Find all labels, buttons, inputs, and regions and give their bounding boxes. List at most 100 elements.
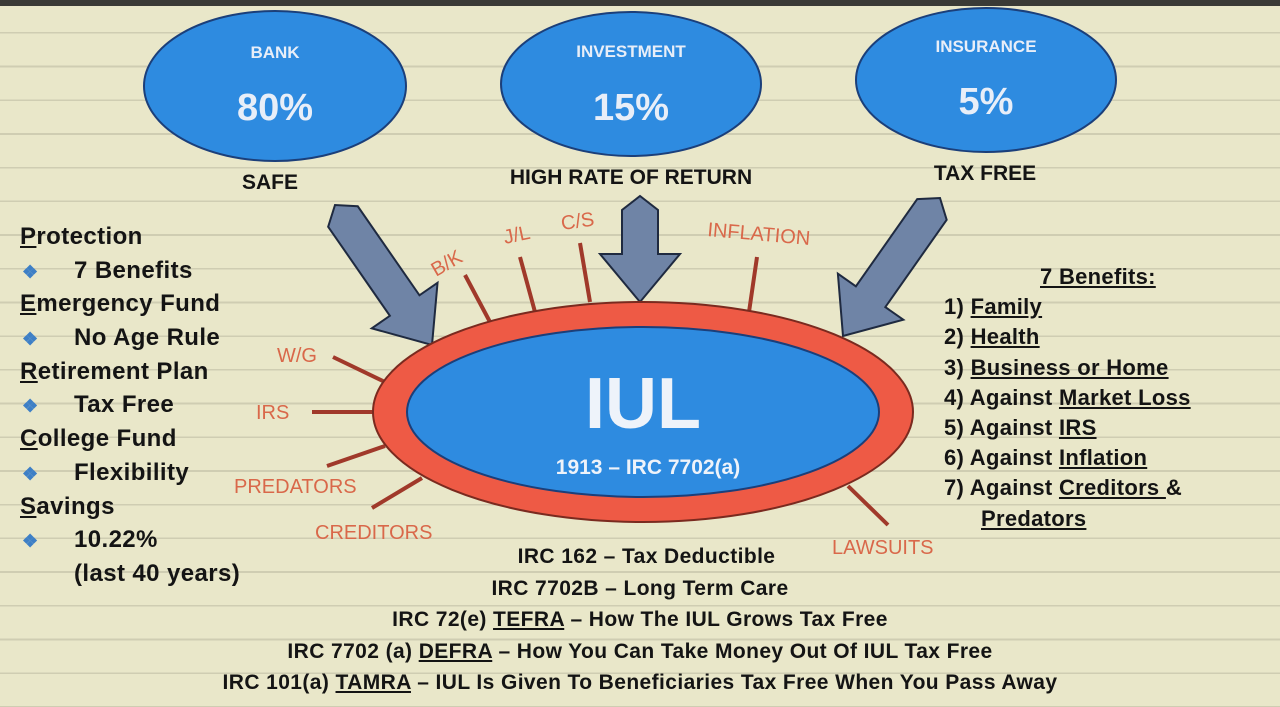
benefit-key-cont: Predators bbox=[981, 505, 1087, 531]
benefit-num: 4) bbox=[944, 384, 965, 410]
diamond-bullet-icon: ❖ bbox=[22, 261, 39, 282]
investment-value: 15% bbox=[593, 87, 669, 129]
left-heading: Savings bbox=[20, 490, 240, 524]
irc-desc: – How The IUL Grows Tax Free bbox=[564, 608, 888, 631]
iul-subtitle: 1913 – IRC 7702(a) bbox=[556, 456, 740, 479]
threat-wg: W/G bbox=[277, 345, 317, 367]
benefit-key: IRS bbox=[1058, 415, 1097, 441]
bank-arrow-icon bbox=[327, 203, 439, 347]
threat-spoke bbox=[846, 484, 890, 527]
left-bullet-item: ❖No Age Rule bbox=[20, 321, 240, 355]
heading-initial: S bbox=[20, 492, 37, 520]
threat-spoke bbox=[747, 256, 759, 313]
insurance-value: 5% bbox=[959, 81, 1014, 123]
diamond-bullet-icon: ❖ bbox=[22, 396, 39, 417]
bank-caption: SAFE bbox=[241, 171, 298, 194]
threat-cs: C/S bbox=[560, 209, 596, 235]
insurance-oval bbox=[855, 7, 1117, 153]
threat-creditors: CREDITORS bbox=[315, 522, 432, 544]
benefit-item: 1) Family bbox=[944, 292, 1191, 322]
bullet-text: Flexibility bbox=[74, 458, 190, 486]
benefits-heading: 7 Benefits: bbox=[1040, 264, 1156, 289]
benefit-item: 7) Against Creditors & bbox=[944, 473, 1191, 503]
benefit-item: 2) Health bbox=[944, 322, 1191, 352]
benefit-item: 3) Business or Home bbox=[944, 353, 1191, 383]
threat-spoke bbox=[370, 476, 424, 510]
benefit-item: 6) Against Inflation bbox=[944, 443, 1191, 473]
heading-rest: ollege Fund bbox=[37, 425, 177, 453]
irc-line: IRC 7702 (a) DEFRA – How You Can Take Mo… bbox=[0, 636, 1280, 668]
benefit-suffix: & bbox=[1165, 475, 1183, 501]
bullet-text: 10.22% bbox=[74, 526, 158, 554]
benefit-num: 6) bbox=[944, 445, 965, 471]
benefit-num: 3) bbox=[944, 354, 965, 380]
irc-code: IRC 7702B – Long Term Care bbox=[491, 576, 789, 600]
benefit-item: 4) Against Market Loss bbox=[944, 383, 1191, 413]
bank-value: 80% bbox=[237, 87, 313, 129]
heading-rest: etirement Plan bbox=[37, 357, 209, 385]
investment-caption: HIGH RATE OF RETURN bbox=[509, 166, 753, 189]
heading-initial: P bbox=[20, 223, 37, 250]
benefit-prefix: Against bbox=[969, 445, 1059, 471]
irc-act: TAMRA bbox=[335, 671, 411, 694]
benefit-num: 5) bbox=[944, 415, 965, 441]
heading-initial: E bbox=[20, 290, 37, 318]
irc-code: IRC 7702 (a) bbox=[287, 639, 419, 663]
irc-desc: – IUL Is Given To Beneficiaries Tax Free… bbox=[410, 671, 1058, 694]
benefit-key: Health bbox=[970, 324, 1040, 350]
benefit-key: Family bbox=[970, 294, 1043, 320]
heading-rest: rotection bbox=[36, 223, 143, 250]
bullet-text: No Age Rule bbox=[74, 324, 221, 352]
top-edge bbox=[0, 0, 1280, 6]
left-bullet-item: ❖ 10.22% bbox=[20, 523, 240, 557]
irc-line: IRC 162 – Tax Deductible bbox=[0, 541, 1280, 573]
benefit-prefix: Against bbox=[969, 384, 1059, 410]
benefit-key: Creditors bbox=[1058, 475, 1166, 501]
investment-oval bbox=[500, 11, 762, 157]
irc-code: IRC 162 – Tax Deductible bbox=[517, 545, 776, 568]
threat-bk: B/K bbox=[428, 246, 467, 282]
threat-irs: IRS bbox=[256, 402, 289, 424]
heading-rest: mergency Fund bbox=[36, 290, 221, 318]
left-bullet-item: ❖ Flexibility bbox=[20, 456, 240, 490]
left-bullet-item: ❖ Tax Free bbox=[20, 388, 240, 422]
benefit-key: Business or Home bbox=[970, 354, 1169, 380]
benefit-item: 5) Against IRS bbox=[944, 413, 1191, 443]
irc-desc: – How You Can Take Money Out Of IUL Tax … bbox=[492, 639, 993, 663]
diamond-bullet-icon: ❖ bbox=[22, 531, 39, 552]
threat-inflation: INFLATION bbox=[707, 219, 811, 250]
bullet-text: Tax Free bbox=[74, 391, 175, 419]
diamond-bullet-icon: ❖ bbox=[22, 463, 39, 484]
insurance-caption: TAX FREE bbox=[933, 162, 1037, 185]
threat-lawsuits: LAWSUITS bbox=[832, 537, 934, 559]
investment-arrow-icon bbox=[597, 194, 683, 304]
benefit-key: Inflation bbox=[1058, 445, 1148, 471]
benefit-num: 1) bbox=[944, 294, 965, 320]
irc-line: IRC 72(e) TEFRA – How The IUL Grows Tax … bbox=[0, 604, 1280, 636]
insurance-title: INSURANCE bbox=[935, 37, 1036, 56]
threat-spoke bbox=[518, 256, 537, 313]
benefit-num: 2) bbox=[944, 324, 965, 350]
heading-initial: R bbox=[20, 357, 38, 385]
benefit-num: 7) bbox=[944, 475, 965, 501]
threat-jl: J/L bbox=[501, 222, 532, 249]
bank-title: BANK bbox=[250, 43, 300, 62]
threat-spoke bbox=[326, 444, 386, 468]
bullet-text: 7 Benefits bbox=[74, 256, 193, 284]
benefit-prefix: Against bbox=[969, 415, 1059, 441]
left-heading: Emergency Fund bbox=[20, 287, 240, 321]
irc-act: TEFRA bbox=[493, 608, 565, 631]
heading-initial: C bbox=[20, 425, 38, 453]
bullet-extra: (last 40 years) bbox=[74, 559, 241, 587]
left-heading: College Fund bbox=[20, 422, 240, 456]
irc-act: DEFRA bbox=[418, 639, 493, 663]
threat-spoke bbox=[578, 242, 592, 303]
iul-title: IUL bbox=[585, 364, 701, 444]
bank-oval bbox=[143, 10, 407, 162]
investment-title: INVESTMENT bbox=[576, 42, 686, 61]
benefit-key: Market Loss bbox=[1058, 384, 1191, 410]
left-heading: Retirement Plan bbox=[20, 355, 240, 389]
